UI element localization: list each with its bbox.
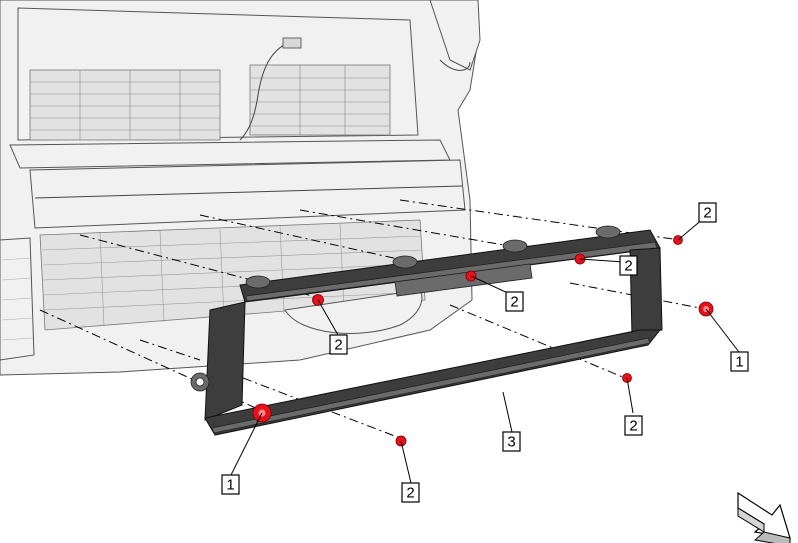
callout-2-center: 2 <box>505 291 524 312</box>
callout-2-bottom: 2 <box>401 482 420 503</box>
mount-tab-1 <box>245 275 271 289</box>
air-deflector-frame <box>190 225 663 436</box>
callout-label: 2 <box>334 337 342 354</box>
callout-3: 3 <box>502 431 521 452</box>
callout-label: 2 <box>510 294 518 311</box>
callout-1-lower-left: 1 <box>221 474 240 495</box>
callout-2-top-right: 2 <box>698 202 717 223</box>
mount-tab-2 <box>392 255 418 269</box>
callout-label: 2 <box>624 258 632 275</box>
upper-grille-left <box>29 69 221 141</box>
callout-label: 3 <box>507 434 515 451</box>
callout-label: 2 <box>703 205 711 222</box>
vehicle-front-body <box>0 0 481 376</box>
mount-tab-4 <box>595 225 621 239</box>
callout-label: 2 <box>406 485 414 502</box>
upper-grille-right <box>249 64 391 136</box>
mount-tab-3 <box>502 239 528 253</box>
callout-label: 1 <box>735 354 743 371</box>
callout-label: 1 <box>226 477 234 494</box>
front-direction-arrow-icon <box>737 491 791 543</box>
callout-label: 2 <box>629 418 637 435</box>
callout-2-left: 2 <box>329 334 348 355</box>
callout-2-lower-right: 2 <box>624 415 643 436</box>
callout-1-right: 1 <box>730 351 749 372</box>
callout-2-center-right: 2 <box>619 255 638 276</box>
